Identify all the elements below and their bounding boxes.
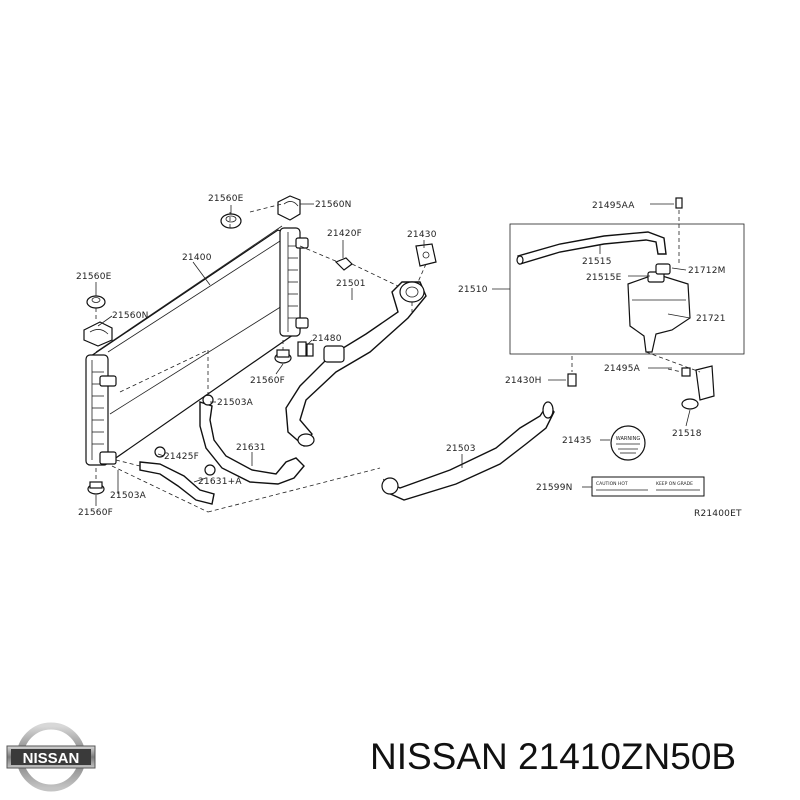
- label-21631: 21631: [236, 443, 266, 453]
- label-21560E-top: 21560E: [208, 194, 244, 204]
- radiator: [85, 225, 309, 466]
- reservoir-cap: [655, 263, 671, 275]
- label-21503A-mid: 21503A: [217, 398, 254, 408]
- label-21430H: 21430H: [505, 376, 542, 386]
- nissan-logo: NISSAN: [6, 722, 96, 792]
- part-title: NISSAN 21410ZN50B: [370, 736, 737, 777]
- label-21503: 21503: [446, 444, 476, 454]
- label-21400: 21400: [182, 253, 212, 263]
- label-21425F: 21425F: [164, 452, 199, 462]
- label-21495A: 21495A: [604, 364, 641, 374]
- clip-21420F: [334, 257, 353, 271]
- bolt-21430H: [567, 356, 577, 387]
- reference-code: R21400ET: [694, 509, 742, 519]
- label-21599N: 21599N: [536, 483, 573, 493]
- label-21560F-low: 21560F: [78, 508, 113, 518]
- filler-neck: [415, 243, 437, 267]
- lower-hose: [381, 401, 555, 501]
- label-21501: 21501: [336, 279, 366, 289]
- label-21510: 21510: [458, 285, 488, 295]
- bolt-21495AA: [675, 197, 683, 264]
- left-bushing: [86, 295, 106, 309]
- reservoir-box: [509, 223, 745, 355]
- small-hose: [139, 394, 305, 505]
- label-text-right: KEEP ON GRADE: [656, 481, 693, 487]
- upper-bracket: [277, 195, 301, 221]
- upper-bushing: [220, 213, 242, 229]
- label-21560E-left: 21560E: [76, 272, 112, 282]
- label-21430: 21430: [407, 230, 437, 240]
- label-21435: 21435: [562, 436, 592, 446]
- cap-warning-text: WARNING: [616, 436, 641, 442]
- label-21631pA: 21631+A: [198, 477, 242, 487]
- hose-clamp-upper: [323, 345, 345, 363]
- left-bracket: [83, 321, 113, 347]
- label-21560N-top: 21560N: [315, 200, 352, 210]
- label-21560N-left: 21560N: [112, 311, 149, 321]
- label-21515E: 21515E: [586, 273, 622, 283]
- label-21721: 21721: [696, 314, 726, 324]
- label-21515: 21515: [582, 257, 612, 267]
- bracket-21518: [681, 365, 715, 410]
- label-21420F: 21420F: [327, 229, 362, 239]
- dashed-guides: [95, 203, 701, 513]
- lower-mount-mid: [274, 349, 292, 364]
- caution-label: CAUTION HOT KEEP ON GRADE: [591, 476, 705, 497]
- radiator-cap: WARNING: [610, 425, 646, 461]
- upper-hose: [285, 281, 427, 448]
- label-text-left: CAUTION HOT: [596, 481, 628, 487]
- logo-text: NISSAN: [23, 750, 80, 767]
- label-21480: 21480: [312, 334, 342, 344]
- label-21495AA: 21495AA: [592, 201, 635, 211]
- label-21560F-mid: 21560F: [250, 376, 285, 386]
- drain-plug: [297, 341, 314, 357]
- label-21518: 21518: [672, 429, 702, 439]
- part-labels: 21560E 21560N 21400 21420F 21430 21560E …: [76, 194, 742, 519]
- leader-lines: [95, 203, 691, 506]
- label-21503A-low: 21503A: [110, 491, 147, 501]
- lower-mount-left: [87, 481, 105, 495]
- label-21712M: 21712M: [688, 266, 726, 276]
